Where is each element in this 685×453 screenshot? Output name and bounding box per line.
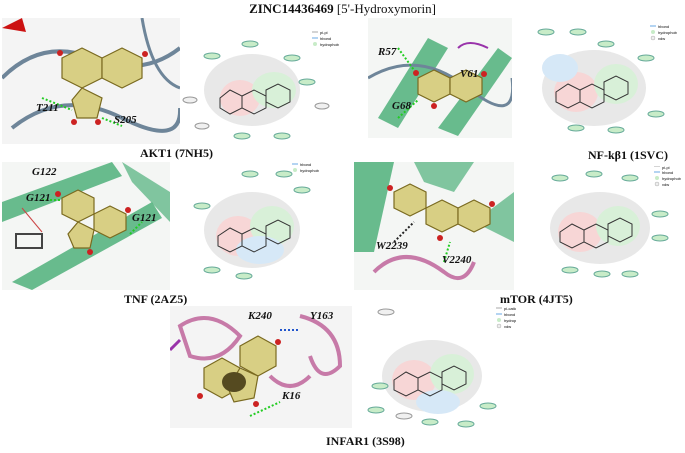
- panel-tnf-3d: G122 G121 G121: [2, 162, 170, 290]
- figure-title: ZINC14436469 [5'-Hydroxymorin]: [0, 1, 685, 17]
- legend-item: pi-pi: [662, 166, 670, 170]
- legend-item: vdw: [658, 36, 665, 41]
- residue-label: S205: [114, 114, 137, 126]
- nfkb-3d-view: [367, 18, 515, 138]
- legend-item: vdw: [662, 182, 669, 187]
- legend-item: vdw: [504, 324, 511, 329]
- panel-mtor-2d: pi-pi hbond hydrophob vdw: [520, 165, 682, 290]
- panel-mtor-3d: W2239 V2240: [354, 162, 514, 290]
- residue-label: K16: [282, 390, 301, 402]
- legend-item: pi-pi: [320, 30, 328, 35]
- caption-mtor: mTOR (4JT5): [500, 292, 573, 306]
- infar-3d-view: [168, 306, 352, 428]
- residue-label: V61: [460, 68, 479, 80]
- compound-id: ZINC14436469: [249, 1, 334, 16]
- infar-interaction-map: pi-cation hbond hydrophob vdw: [367, 306, 524, 428]
- panel-nfkb-3d: R57 V61 G68: [367, 18, 515, 138]
- legend-item: hydrophob: [658, 30, 678, 35]
- legend-item: hydrophob: [662, 176, 682, 181]
- panel-akt1-3d: T211 S205: [0, 17, 183, 144]
- tnf-interaction-map: hbond hydrophob: [193, 162, 320, 280]
- panel-tnf-2d: hbond hydrophob: [172, 160, 332, 288]
- panel-nfkb-2d: hbond hydrophob vdw: [516, 18, 682, 144]
- caption-akt1: AKT1 (7NH5): [140, 146, 213, 160]
- residue-label: R57: [378, 46, 397, 58]
- legend-item: hydrophob: [300, 168, 320, 173]
- nfkb-interaction-map: hbond hydrophob vdw: [537, 24, 678, 134]
- residue-label: G122: [32, 166, 57, 178]
- caption-nfkb: NF-kβ1 (1SVC): [588, 148, 668, 162]
- compound-name: [5'-Hydroxymorin]: [336, 1, 436, 16]
- legend-item: hbond: [320, 36, 331, 41]
- akt1-3d-view: [0, 17, 183, 144]
- residue-label: G121: [132, 212, 157, 224]
- legend-item: hbond: [662, 170, 673, 175]
- residue-label: T211: [36, 102, 59, 114]
- residue-label: V2240: [442, 254, 472, 266]
- mtor-interaction-map: pi-pi hbond hydrophob vdw: [550, 165, 682, 278]
- legend-item: hydrophob: [320, 42, 340, 47]
- legend-item: hbond: [658, 24, 669, 29]
- panel-infar-3d: K240 Y163 K16: [168, 306, 352, 428]
- legend-item: pi-cation: [504, 306, 516, 311]
- residue-label: W2239: [376, 240, 408, 252]
- tnf-3d-view: [2, 162, 170, 290]
- panel-infar-2d: pi-cation hbond hydrophob vdw: [356, 306, 524, 430]
- akt1-interaction-map: pi-pi hbond hydrophob: [182, 30, 340, 140]
- residue-label: G121: [26, 192, 51, 204]
- residue-label: Y163: [310, 310, 334, 322]
- legend-item: hbond: [300, 162, 311, 167]
- residue-label: G68: [392, 100, 411, 112]
- caption-tnf: TNF (2AZ5): [124, 292, 188, 306]
- caption-infar: INFAR1 (3S98): [326, 434, 405, 448]
- legend-item: hbond: [504, 312, 515, 317]
- residue-label: K240: [248, 310, 272, 322]
- legend-item: hydrophob: [504, 318, 516, 323]
- panel-akt1-2d: pi-pi hbond hydrophob: [182, 18, 342, 144]
- mtor-3d-view: [354, 162, 514, 290]
